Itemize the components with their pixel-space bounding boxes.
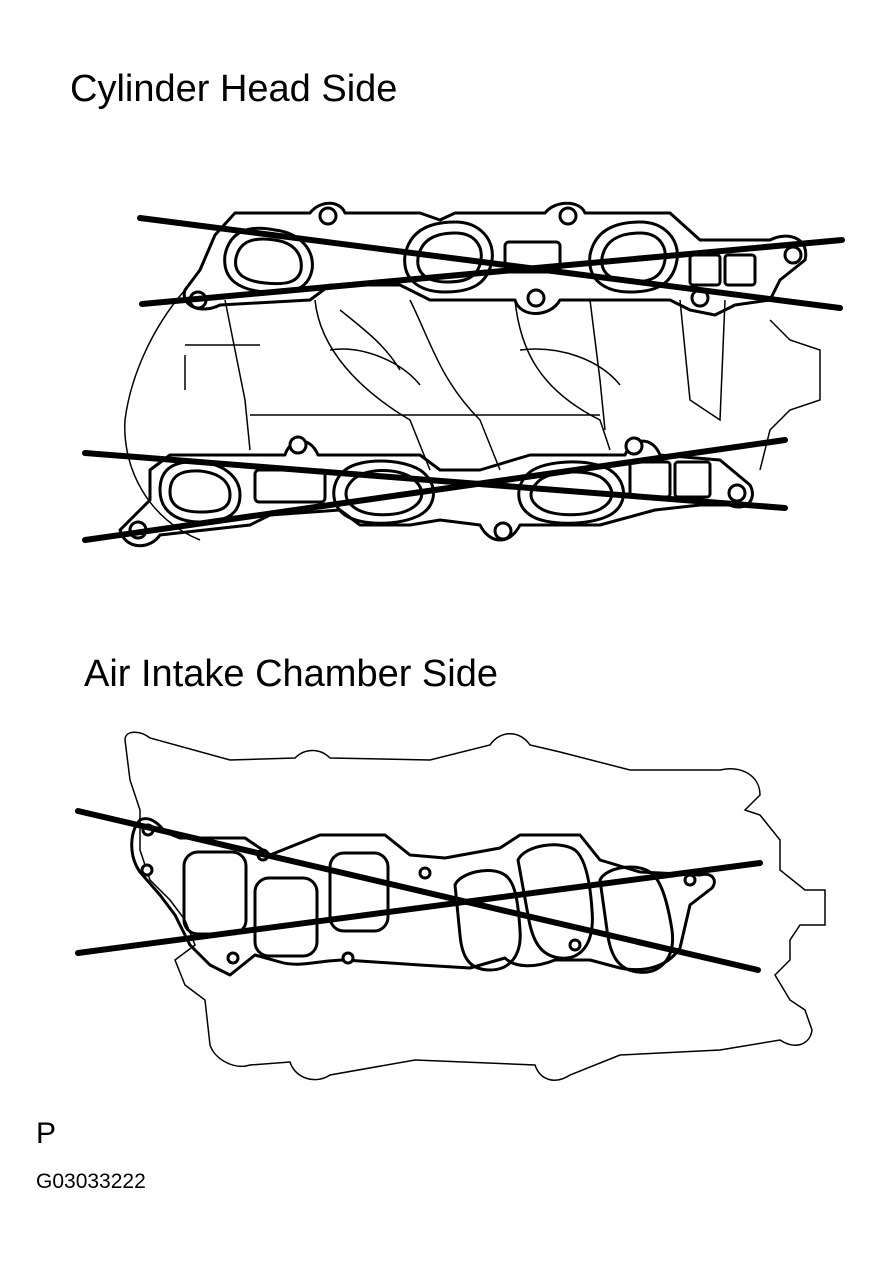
- runner-port-6: [598, 865, 675, 974]
- bolt-hole: [493, 521, 513, 541]
- air-intake-chamber-side-gasket-drawing: [75, 731, 826, 1081]
- bolt-hole: [288, 435, 308, 455]
- bolt-hole: [226, 951, 240, 965]
- bolt-hole: [783, 245, 803, 265]
- cross-out-line: [137, 215, 843, 311]
- port-1-seal: [223, 226, 314, 295]
- bolt-hole: [568, 938, 582, 952]
- port-4-seal: [158, 460, 242, 524]
- bolt-hole: [318, 206, 338, 226]
- bolt-hole: [526, 288, 546, 308]
- bolt-hole: [624, 436, 644, 456]
- bolt-hole: [727, 483, 747, 503]
- runner-port-4: [453, 869, 522, 972]
- upper-gasket-outline: [182, 201, 808, 317]
- cross-out-line: [75, 860, 763, 956]
- air-intake-chamber-side-title: Air Intake Chamber Side: [84, 653, 498, 695]
- cross-out-line: [82, 437, 788, 543]
- bolt-hole: [683, 873, 697, 887]
- cross-out-line: [82, 450, 788, 511]
- runner-port-5: [516, 843, 594, 960]
- bolt-hole: [140, 863, 154, 877]
- port-5-seal: [332, 459, 435, 525]
- figure-code: G03033222: [36, 1170, 146, 1193]
- runner-port-3: [328, 851, 390, 933]
- port-3-seal: [588, 220, 679, 294]
- chamber-outline: [124, 731, 826, 1081]
- bolt-hole: [418, 866, 432, 880]
- cross-out-line: [75, 808, 761, 973]
- port-6-seal: [517, 460, 625, 525]
- cylinder-head-side-gasket-drawing: [82, 201, 845, 548]
- runner-port-2: [253, 876, 319, 958]
- bolt-hole: [558, 206, 578, 226]
- runner-port-1: [182, 850, 248, 936]
- bolt-hole: [341, 951, 355, 965]
- cylinder-head-side-title: Cylinder Head Side: [70, 68, 398, 110]
- page-mark: P: [36, 1117, 57, 1150]
- cross-out-line: [139, 237, 845, 307]
- port-2-seal: [403, 220, 494, 294]
